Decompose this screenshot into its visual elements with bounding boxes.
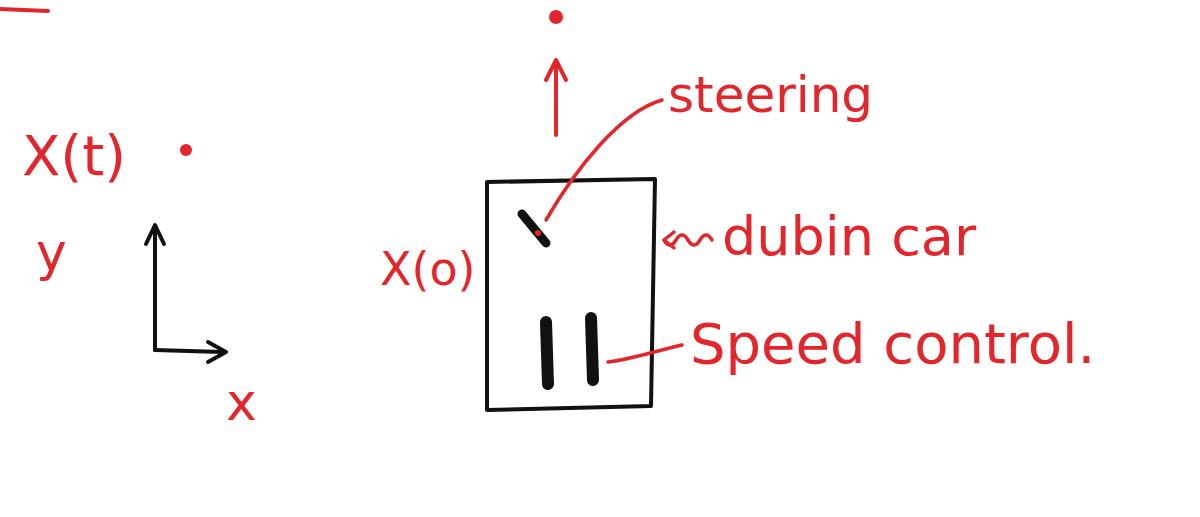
- y-axis: [153, 228, 157, 350]
- heading-arrow: [554, 64, 558, 135]
- handwritten-label: x: [226, 376, 257, 428]
- handwritten-label: Speed control.: [690, 316, 1095, 372]
- arrow-head: [546, 60, 566, 80]
- leader-line: [664, 235, 712, 245]
- leader-line: [608, 345, 682, 362]
- steering-dot: [535, 230, 541, 236]
- axis-head: [208, 342, 226, 362]
- x-axis: [155, 350, 222, 352]
- leader-line: [546, 100, 662, 220]
- handwritten-label: X(t): [22, 128, 126, 184]
- axis-head: [146, 225, 164, 244]
- partial-stroke: [0, 9, 48, 11]
- handwritten-label: dubin car: [722, 210, 976, 264]
- goal-point: [549, 10, 563, 24]
- steering-wheel: [522, 214, 546, 243]
- handwritten-label: y: [36, 226, 67, 278]
- speed-bar: [591, 318, 593, 380]
- leader-head: [664, 232, 674, 248]
- handwritten-label: X(o): [380, 246, 476, 292]
- handwritten-label: steering: [668, 70, 873, 120]
- car-body: [487, 179, 655, 410]
- state-point: [180, 144, 192, 156]
- speed-bar: [546, 322, 548, 384]
